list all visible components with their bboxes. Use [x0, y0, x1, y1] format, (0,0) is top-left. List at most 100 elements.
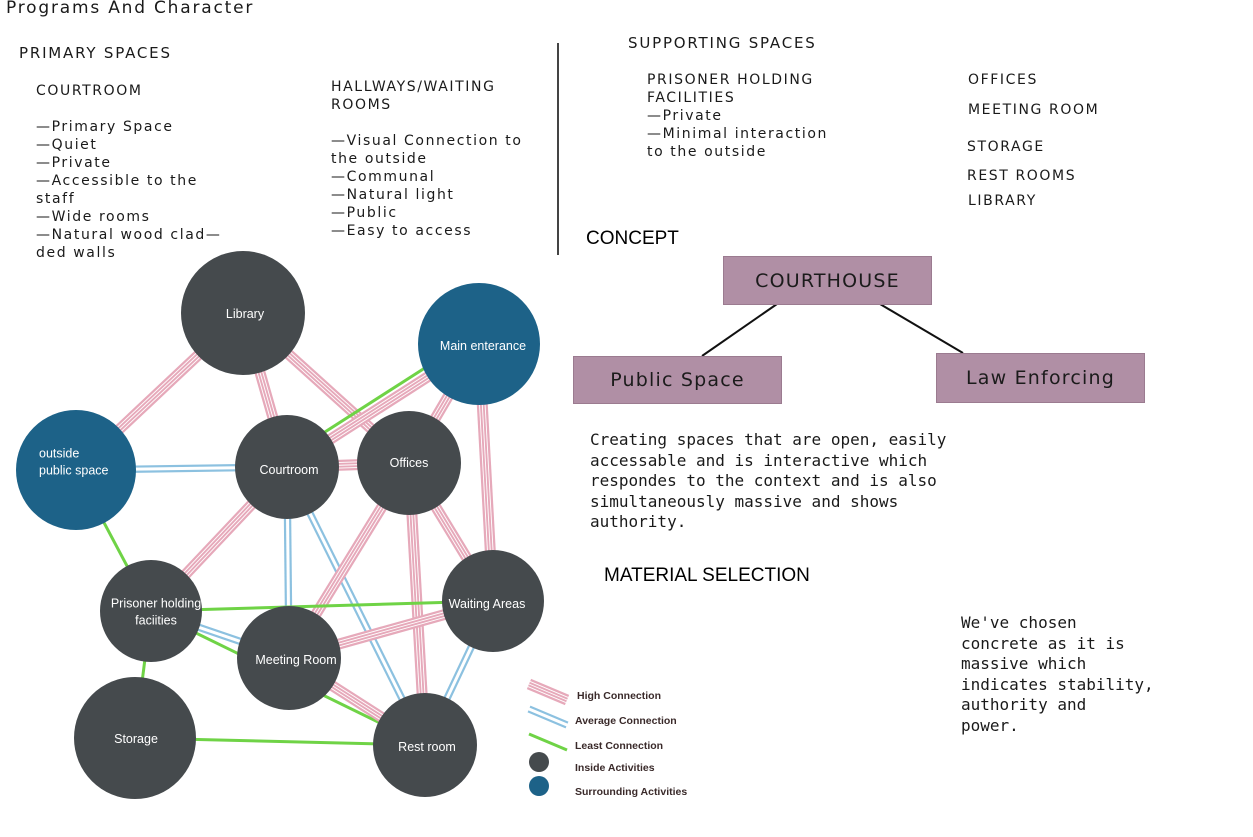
node-circle — [418, 283, 540, 405]
concept-law-enforcing-label: Law Enforcing — [966, 367, 1115, 389]
connection-least-prisoner-waiting — [150, 599, 494, 613]
node-label: Offices — [390, 456, 429, 470]
node-circle — [235, 415, 339, 519]
node-label: Storage — [114, 732, 158, 746]
concept-public-space-box: Public Space — [573, 356, 782, 404]
concept-root-label: COURTHOUSE — [755, 269, 900, 292]
supporting-spaces-heading: SUPPORTING SPACES — [628, 34, 817, 52]
node-label: public space — [39, 464, 109, 478]
node-circle — [373, 693, 477, 797]
list-item: PRISONER HOLDING — [647, 72, 814, 88]
legend-label: Inside Activities — [575, 762, 655, 774]
list-item: —Communal — [331, 169, 436, 185]
node-circle — [357, 411, 461, 515]
text-line: We've chosen — [961, 613, 1077, 632]
support-library: LIBRARY — [968, 193, 1037, 209]
text-line: authority. — [590, 512, 687, 531]
concept-description: Creating spaces that are open, easily ac… — [590, 430, 946, 533]
list-item: —Quiet — [36, 137, 98, 153]
material-description: We've chosen concrete as it is massive w… — [961, 613, 1154, 736]
concept-heading: CONCEPT — [586, 228, 679, 249]
node-label: Rest room — [398, 740, 456, 754]
node-main: Main enterance — [418, 283, 540, 405]
list-item: —Private — [647, 108, 723, 124]
support-rest-rooms: REST ROOMS — [967, 168, 1077, 184]
legend-swatch — [529, 776, 549, 796]
text-line: concrete as it is — [961, 633, 1125, 653]
support-storage: STORAGE — [967, 139, 1045, 155]
list-item: —Accessible to the — [36, 173, 198, 189]
node-label: Meeting Room — [255, 653, 336, 667]
primary-spaces-heading: PRIMARY SPACES — [19, 44, 172, 62]
courtroom-characteristics: —Primary Space —Quiet —Private —Accessib… — [36, 118, 221, 262]
list-item: —Primary Space — [36, 119, 174, 135]
list-item: ded walls — [36, 245, 117, 261]
text-line: power. — [961, 715, 1019, 735]
legend-swatch — [529, 752, 549, 772]
list-item: to the outside — [647, 144, 767, 160]
node-waiting: Waiting Areas — [442, 550, 544, 652]
node-circle — [100, 560, 202, 662]
text-line: simultaneously massive and shows — [590, 491, 899, 511]
legend-item-least: Least Connection — [528, 732, 663, 752]
list-item: —Wide rooms — [36, 209, 151, 225]
tree-line-left — [701, 303, 778, 357]
node-courtroom: Courtroom — [235, 415, 339, 519]
legend-item-inside: Inside Activities — [529, 752, 655, 774]
node-circle — [237, 606, 341, 710]
node-circle — [181, 251, 305, 375]
node-circle — [16, 410, 136, 530]
legend-swatch — [527, 705, 569, 729]
material-selection-heading: MATERIAL SELECTION — [604, 565, 810, 586]
list-item: —Natural wood clad— — [36, 227, 222, 243]
list-item: FACILITIES — [647, 90, 736, 106]
legend-label: Surrounding Activities — [575, 786, 687, 798]
legend-item-high: High Connection — [526, 678, 661, 706]
node-label: Courtroom — [259, 463, 318, 477]
list-item: the outside — [331, 151, 428, 167]
courtroom-heading: COURTROOM — [36, 83, 143, 99]
legend-swatch-line — [526, 678, 570, 706]
concept-public-space-label: Public Space — [610, 369, 745, 391]
legend-label: Average Connection — [575, 715, 677, 727]
hallways-heading: HALLWAYS/WAITING ROOMS — [331, 78, 496, 114]
legend-label: High Connection — [577, 690, 661, 702]
prisoner-facilities-block: PRISONER HOLDING FACILITIES —Private —Mi… — [647, 71, 828, 161]
page-title: Programs And Character — [6, 0, 255, 18]
legend-swatch — [528, 732, 568, 752]
legend-swatch-line — [528, 732, 568, 752]
node-library: Library — [181, 251, 305, 375]
legend-swatch-line — [527, 705, 569, 729]
node-circle — [74, 677, 196, 799]
diagram-nodes: Library Main enterance outside public space… — [16, 251, 544, 799]
node-prisoner: Prisoner holding faciities — [100, 560, 202, 662]
legend-swatch — [526, 678, 570, 706]
tree-line-right — [879, 303, 964, 354]
concept-law-enforcing-box: Law Enforcing — [936, 353, 1145, 403]
list-item: —Public — [331, 205, 398, 221]
node-label: faciities — [135, 614, 177, 628]
list-item: —Private — [36, 155, 112, 171]
support-meeting-room: MEETING ROOM — [968, 102, 1100, 118]
list-item: staff — [36, 191, 76, 207]
list-item: —Natural light — [331, 187, 455, 203]
node-storage: Storage — [74, 677, 196, 799]
concept-root-box: COURTHOUSE — [723, 256, 932, 305]
legend-item-average: Average Connection — [527, 705, 677, 729]
node-label: Waiting Areas — [449, 597, 526, 611]
support-offices: OFFICES — [968, 72, 1038, 88]
hallways-heading-line: HALLWAYS/WAITING — [331, 79, 496, 95]
text-line: authority and — [961, 695, 1087, 714]
legend-item-surrounding: Surrounding Activities — [529, 776, 687, 798]
text-line: Creating spaces that are open, easily — [590, 430, 947, 449]
hallways-heading-line: ROOMS — [331, 97, 392, 113]
list-item: —Easy to access — [331, 223, 473, 239]
node-meeting: Meeting Room — [237, 606, 341, 710]
node-label: outside — [39, 447, 79, 461]
node-offices: Offices — [357, 411, 461, 515]
text-line: indicates stability, — [961, 674, 1154, 694]
node-label: Prisoner holding — [111, 597, 201, 611]
